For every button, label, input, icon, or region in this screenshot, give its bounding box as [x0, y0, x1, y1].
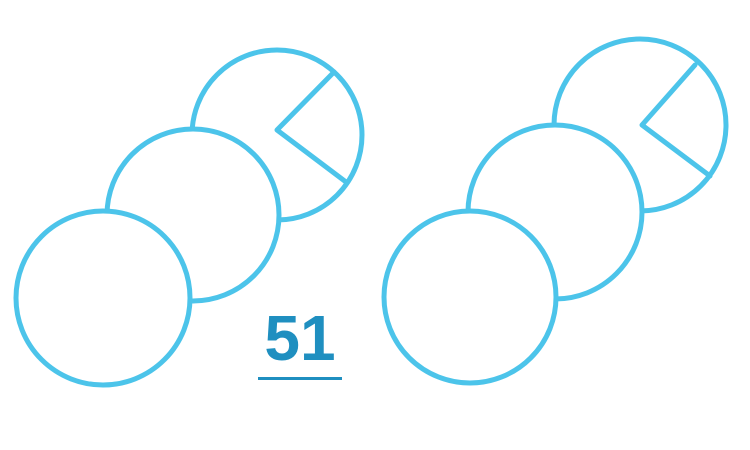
- left-circle-group: [13, 47, 365, 388]
- right-circle-group: [381, 36, 729, 386]
- page-number: 51: [264, 302, 336, 374]
- right-top-circle-sector-lines: [639, 62, 713, 179]
- left-bottom-circle: [13, 208, 193, 388]
- right-bottom-circle: [381, 208, 559, 386]
- left-top-circle-sector-lines: [274, 69, 349, 185]
- page-number-underline: [258, 377, 342, 380]
